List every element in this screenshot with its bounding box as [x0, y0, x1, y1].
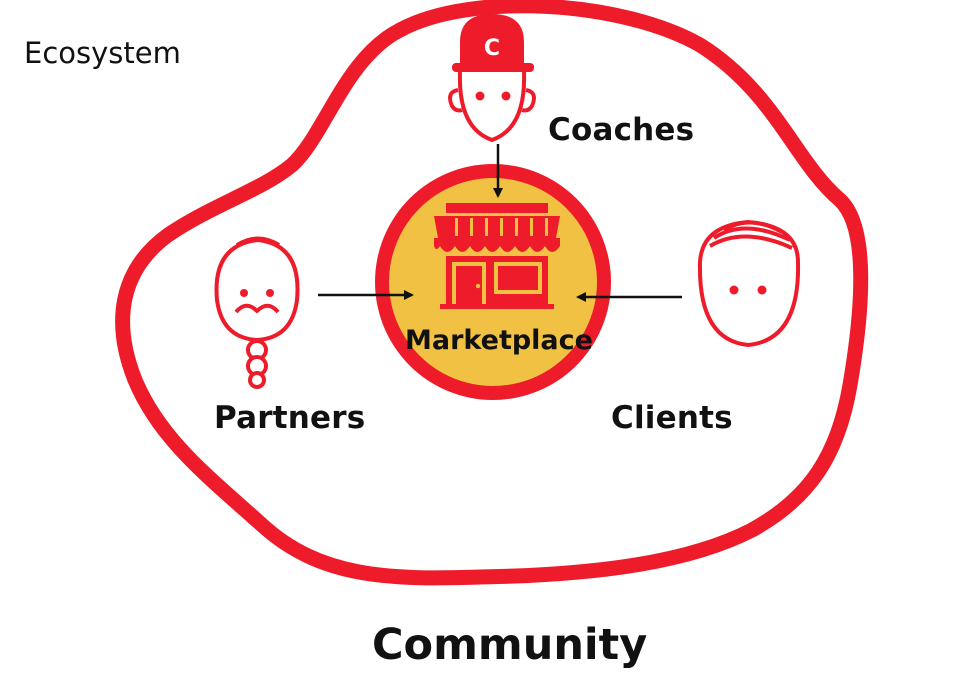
mustache-face-icon — [214, 236, 300, 389]
partners-label: Partners — [214, 400, 366, 436]
marketplace-label: Marketplace — [405, 325, 593, 356]
community-boundary — [115, 0, 869, 586]
storefront-icon — [434, 203, 560, 309]
coach-cap-letter: C — [484, 36, 500, 61]
community-label: Community — [372, 620, 648, 670]
coach-cap-face-icon: C — [448, 14, 536, 143]
diagram-title: Ecosystem — [24, 36, 181, 70]
coaches-label: Coaches — [548, 112, 695, 148]
wavy-hair-face-icon — [697, 220, 801, 347]
clients-label: Clients — [611, 400, 733, 436]
